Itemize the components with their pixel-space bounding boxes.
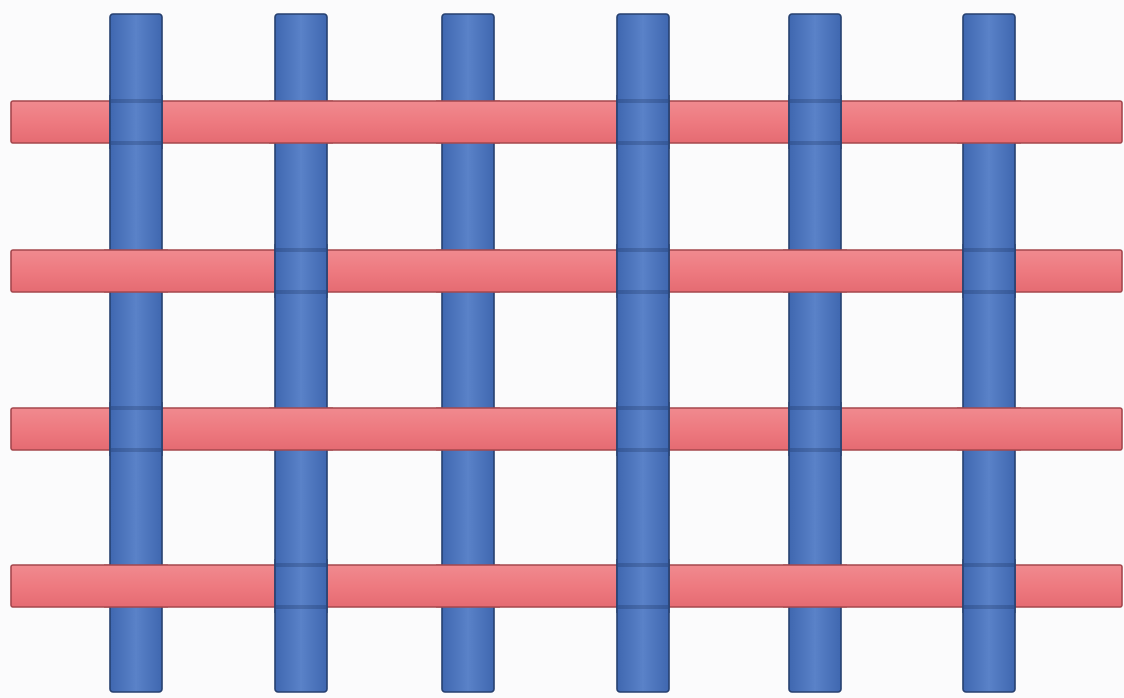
- crossing-shadow: [618, 563, 668, 567]
- crossing-warp-over-4-4: [617, 559, 669, 613]
- crossing-weft-over-4-1: [104, 565, 168, 607]
- crossing-warp-over-3-4: [617, 402, 669, 456]
- weft-strip-1: [11, 101, 1122, 143]
- crossing-weft-over-2-3: [436, 250, 500, 292]
- crossing-warp-over-2-4: [617, 244, 669, 298]
- crossing-shadow: [111, 141, 161, 145]
- crossing-warp-over-3-5: [789, 402, 841, 456]
- crossing-warp-over-1-5: [789, 95, 841, 149]
- base-layer: [11, 14, 1122, 692]
- crossing-warp-over-4-6: [963, 559, 1015, 613]
- crossing-weft-over-4-3: [436, 565, 500, 607]
- crossing-shadow: [276, 563, 326, 567]
- crossing-shadow: [964, 248, 1014, 252]
- crossing-warp-over-2-6: [963, 244, 1015, 298]
- crossing-shadow: [618, 605, 668, 609]
- crossing-shadow: [618, 141, 668, 145]
- crossing-shadow: [618, 448, 668, 452]
- crossing-warp-over-4-2: [275, 559, 327, 613]
- crossing-warp-over-2-2: [275, 244, 327, 298]
- crossing-weft-over-1-6: [957, 101, 1021, 143]
- weft-strip-2: [11, 250, 1122, 292]
- crossing-shadow: [790, 141, 840, 145]
- crossing-shadow: [618, 248, 668, 252]
- crossing-shadow: [790, 406, 840, 410]
- crossing-shadow: [790, 448, 840, 452]
- crossing-warp-over-1-1: [110, 95, 162, 149]
- crossing-weft-over-1-2: [269, 101, 333, 143]
- crossing-weft-over-3-3: [436, 408, 500, 450]
- crossing-shadow: [964, 290, 1014, 294]
- crossing-shadow: [111, 448, 161, 452]
- crossing-weft-over-2-1: [104, 250, 168, 292]
- top-layer: [104, 95, 1021, 613]
- crossing-warp-over-1-4: [617, 95, 669, 149]
- crossing-warp-over-3-1: [110, 402, 162, 456]
- crossing-shadow: [111, 99, 161, 103]
- crossing-shadow: [276, 290, 326, 294]
- crossing-weft-over-4-5: [783, 565, 847, 607]
- crossing-weft-over-1-3: [436, 101, 500, 143]
- crossing-shadow: [111, 406, 161, 410]
- crossing-shadow: [618, 99, 668, 103]
- crossing-shadow: [276, 248, 326, 252]
- crossing-shadow: [618, 290, 668, 294]
- crossing-weft-over-3-2: [269, 408, 333, 450]
- crossing-shadow: [964, 605, 1014, 609]
- crossing-shadow: [618, 406, 668, 410]
- weft-strip-4: [11, 565, 1122, 607]
- crossing-shadow: [790, 99, 840, 103]
- crossing-weft-over-2-5: [783, 250, 847, 292]
- weft-strip-3: [11, 408, 1122, 450]
- crossing-shadow: [276, 605, 326, 609]
- crossing-weft-over-3-6: [957, 408, 1021, 450]
- crossing-shadow: [964, 563, 1014, 567]
